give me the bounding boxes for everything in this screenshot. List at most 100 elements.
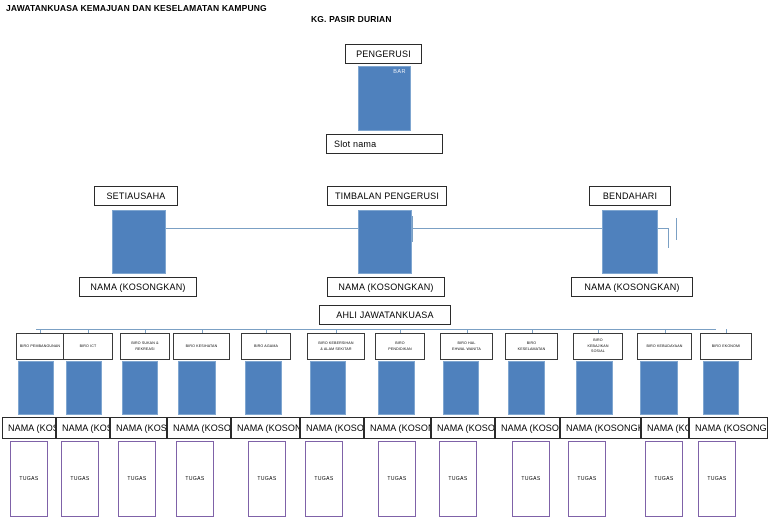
bureau-label-biro-agama[interactable]: BIRO AGAMA [241,333,291,360]
bureau-label-text: BIRO SUKAN & REKREASI [131,340,159,351]
bureau-label-biro-sukan-rekreasi[interactable]: BIRO SUKAN & REKREASI [120,333,170,360]
node-setiausaha-role[interactable]: SETIAUSAHA [94,186,178,206]
connector-level2-center-stub [412,216,413,242]
bureau-task-text: TUGAS [19,476,39,482]
bureau-task-biro-ict[interactable]: TUGAS [61,441,99,517]
page-subtitle: KG. PASIR DURIAN [311,14,392,24]
bureau-name-biro-ict[interactable]: NAMA (KOSONGKAN) [56,417,110,439]
connector-drop-biro-pembangunan [40,329,41,333]
bureau-label-biro-hal-ehwal-wanita[interactable]: BIRO HAL EHWAL WANITA [440,333,493,360]
node-setiausaha-photo[interactable] [112,210,166,274]
bureau-photo-biro-pendidikan[interactable] [378,361,415,415]
connector-drop-biro-kesihatan [202,329,203,333]
connector-drop-biro-keselamatan [532,329,533,333]
node-timbalan-pengerusi-name[interactable]: NAMA (KOSONGKAN) [327,277,445,297]
bureau-name-biro-pembangunan[interactable]: NAMA (KOSONGKAN) [2,417,56,439]
bureau-name-text: NAMA (KOSONGKAN) [647,423,688,433]
bureau-name-text: NAMA (KOSONGKAN) [695,423,767,433]
bureau-label-biro-pembangunan[interactable]: BIRO PEMBANGUNAN [16,333,64,360]
bureau-name-biro-kesihatan[interactable]: NAMA (KOSONGKAN) [167,417,231,439]
bureau-label-biro-kebersihan-alam-sekitar[interactable]: BIRO KEBERSIHAN & ALAM SEKITAR [307,333,365,360]
bureau-name-text: NAMA (KOSONGKAN) [501,423,560,433]
bureau-label-biro-ict[interactable]: BIRO ICT [63,333,113,360]
node-pengerusi-photo[interactable]: BAR [358,66,411,131]
bureau-name-biro-agama[interactable]: NAMA (KOSONGKAN) [231,417,300,439]
bureau-label-biro-kesihatan[interactable]: BIRO KESIHATAN [173,333,230,360]
bureau-name-text: NAMA (KOSONGKAN) [62,423,109,433]
bureau-name-text: NAMA (KOSONGKAN) [116,423,167,433]
bureau-name-text: NAMA (KOSONGKAN) [306,423,364,433]
bureau-label-text: BIRO KEBERSIHAN & ALAM SEKITAR [318,340,354,351]
bureau-name-biro-kebudayaan[interactable]: NAMA (KOSONGKAN) [641,417,689,439]
bureau-task-text: TUGAS [521,476,541,482]
bureau-task-text: TUGAS [577,476,597,482]
node-timbalan-pengerusi-role[interactable]: TIMBALAN PENGERUSI [327,186,447,206]
bureau-task-biro-pendidikan[interactable]: TUGAS [378,441,416,517]
node-timbalan-pengerusi-photo[interactable] [358,210,412,274]
connector-drop-biro-pendidikan [400,329,401,333]
node-bendahari-name[interactable]: NAMA (KOSONGKAN) [571,277,693,297]
node-pengerusi-tag: BAR [393,69,406,75]
bureau-label-biro-kebudayaan[interactable]: BIRO KEBUDAYAAN [637,333,692,360]
bureau-task-biro-pembangunan[interactable]: TUGAS [10,441,48,517]
bureau-label-biro-keselamatan[interactable]: BIRO KESELAMATAN [505,333,558,360]
connector-drop-biro-hal-ehwal-wanita [467,329,468,333]
bureau-label-biro-kebajikan-sosial[interactable]: BIRO KEBAJIKAN SOSIAL [573,333,623,360]
bureau-photo-biro-pembangunan[interactable] [18,361,54,415]
bureau-task-text: TUGAS [448,476,468,482]
connector-drop-biro-ict [88,329,89,333]
connector-drop-biro-kebersihan-alam-sekitar [336,329,337,333]
bureau-name-biro-keselamatan[interactable]: NAMA (KOSONGKAN) [495,417,560,439]
node-pengerusi-name[interactable]: Slot nama [326,134,443,154]
bureau-name-biro-kebajikan-sosial[interactable]: NAMA (KOSONGKAN) [560,417,641,439]
bureau-task-biro-ekonomi[interactable]: TUGAS [698,441,736,517]
bureau-task-text: TUGAS [387,476,407,482]
bureau-photo-biro-sukan-rekreasi[interactable] [122,361,158,415]
bureau-label-text: BIRO KEBUDAYAAN [646,343,683,348]
bureau-name-text: NAMA (KOSONGKAN) [566,423,640,433]
bureau-name-biro-pendidikan[interactable]: NAMA (KOSONGKAN) [364,417,431,439]
bureau-photo-biro-kebajikan-sosial[interactable] [576,361,613,415]
bureau-task-biro-kebudayaan[interactable]: TUGAS [645,441,683,517]
bureau-label-biro-pendidikan[interactable]: BIRO PENDIDIKAN [375,333,425,360]
connector-drop-biro-kebudayaan [665,329,666,333]
bureau-label-text: BIRO ICT [79,343,97,348]
bureau-label-biro-ekonomi[interactable]: BIRO EKONOMI [700,333,752,360]
bureau-task-text: TUGAS [314,476,334,482]
bureau-task-biro-keselamatan[interactable]: TUGAS [512,441,550,517]
node-pengerusi-role[interactable]: PENGERUSI [345,44,422,64]
bureau-name-biro-kebersihan-alam-sekitar[interactable]: NAMA (KOSONGKAN) [300,417,364,439]
bureau-task-biro-kebajikan-sosial[interactable]: TUGAS [568,441,606,517]
connector-drop-biro-sukan-rekreasi [145,329,146,333]
bureau-label-text: BIRO AGAMA [253,343,279,348]
bureau-name-text: NAMA (KOSONGKAN) [437,423,495,433]
node-bendahari-role[interactable]: BENDAHARI [589,186,671,206]
connector-drop-biro-kebajikan-sosial [598,329,599,333]
bureau-label-text: BIRO KESIHATAN [185,343,218,348]
bureau-photo-biro-ekonomi[interactable] [703,361,739,415]
bureau-task-text: TUGAS [707,476,727,482]
bureau-task-text: TUGAS [257,476,277,482]
bureau-task-biro-kebersihan-alam-sekitar[interactable]: TUGAS [305,441,343,517]
bureau-task-biro-hal-ehwal-wanita[interactable]: TUGAS [439,441,477,517]
node-setiausaha-name[interactable]: NAMA (KOSONGKAN) [79,277,197,297]
bureau-task-biro-sukan-rekreasi[interactable]: TUGAS [118,441,156,517]
bureau-photo-biro-agama[interactable] [245,361,282,415]
bureau-label-text: BIRO EKONOMI [711,343,741,348]
bureau-photo-biro-ict[interactable] [66,361,102,415]
node-ahli-jawatankuasa[interactable]: AHLI JAWATANKUASA [319,305,451,325]
bureau-photo-biro-kebudayaan[interactable] [640,361,678,415]
bureau-photo-biro-kesihatan[interactable] [178,361,216,415]
bureau-task-text: TUGAS [70,476,90,482]
bureau-task-biro-agama[interactable]: TUGAS [248,441,286,517]
bureau-photo-biro-kebersihan-alam-sekitar[interactable] [310,361,346,415]
connector-bureau-bus [36,329,716,330]
bureau-name-biro-sukan-rekreasi[interactable]: NAMA (KOSONGKAN) [110,417,167,439]
bureau-photo-biro-keselamatan[interactable] [508,361,545,415]
bureau-name-biro-ekonomi[interactable]: NAMA (KOSONGKAN) [689,417,768,439]
node-bendahari-photo[interactable] [602,210,658,274]
bureau-photo-biro-hal-ehwal-wanita[interactable] [443,361,479,415]
bureau-task-biro-kesihatan[interactable]: TUGAS [176,441,214,517]
bureau-name-biro-hal-ehwal-wanita[interactable]: NAMA (KOSONGKAN) [431,417,495,439]
